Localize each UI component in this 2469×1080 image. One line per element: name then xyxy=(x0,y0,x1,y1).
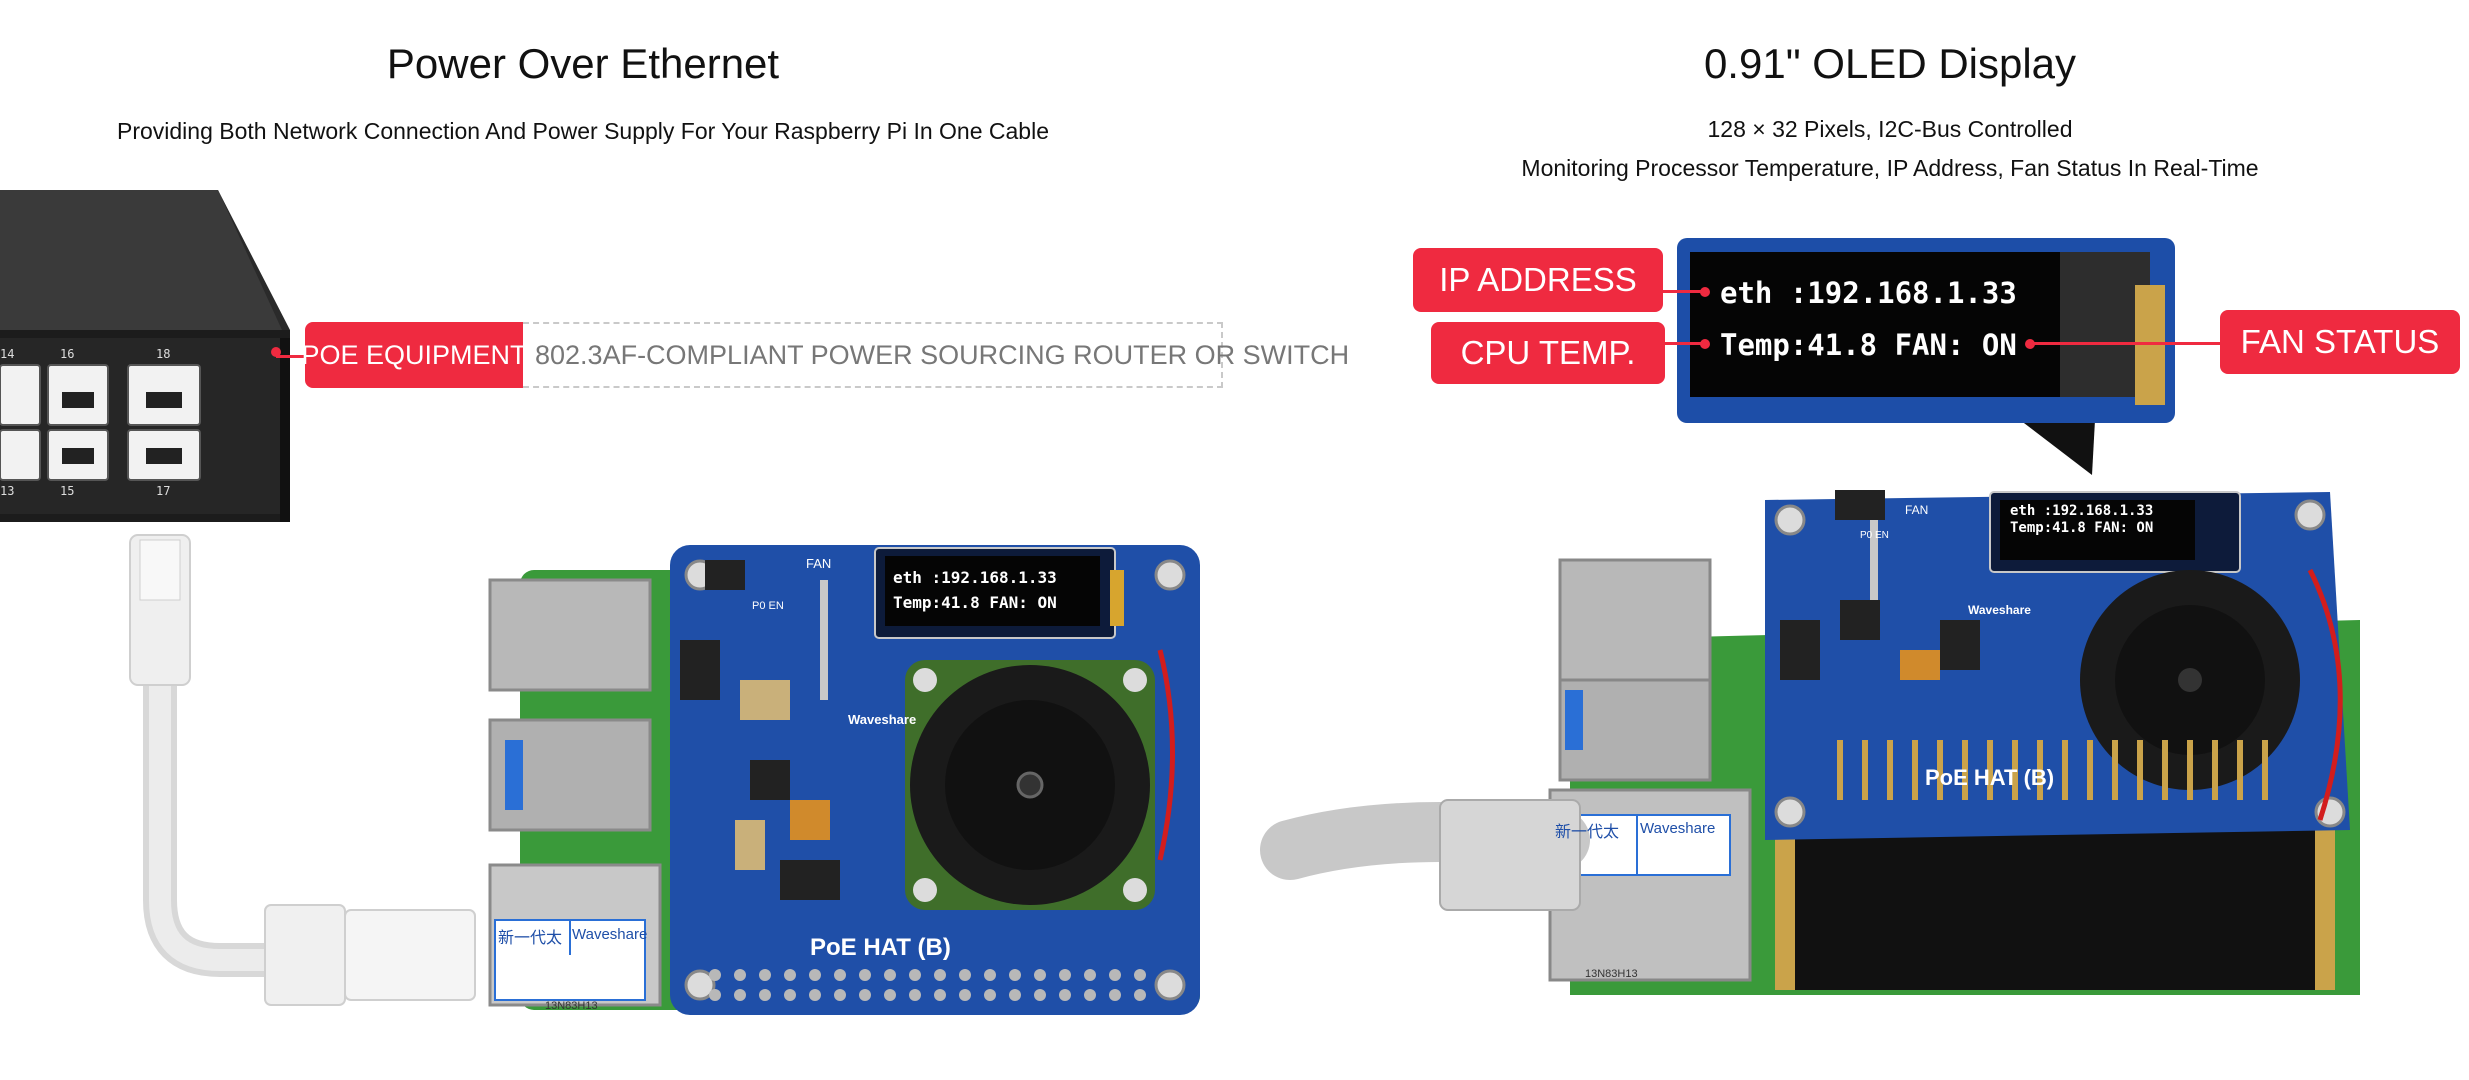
right-sticker-chinese: 新一代太 xyxy=(1555,822,1620,841)
switch-port-14: 14 xyxy=(0,347,15,361)
svg-text:Temp:41.8 FAN: ON: Temp:41.8 FAN: ON xyxy=(2010,520,2153,536)
switch-port-15: 15 xyxy=(60,484,75,498)
cpu-temp-connector xyxy=(1665,342,1705,345)
ip-address-connector xyxy=(1662,290,1705,293)
right-sticker-brand: Waveshare xyxy=(1640,820,1716,837)
left-title: Power Over Ethernet xyxy=(386,40,780,87)
fan-status-connector xyxy=(2030,342,2220,345)
switch-port-13: 13 xyxy=(0,484,15,498)
svg-text:Temp:41.8 FAN: ON: Temp:41.8 FAN: ON xyxy=(893,593,1057,612)
left-fan-label: FAN xyxy=(806,556,832,571)
switch-port-18: 18 xyxy=(156,347,171,361)
right-sticker-code: 13N83H13 xyxy=(1585,968,1638,980)
left-subtitle: Providing Both Network Connection And Po… xyxy=(116,118,1049,144)
fan-status-tag: FAN STATUS xyxy=(2220,310,2460,374)
svg-text:Temp:41.8 FAN: ON: Temp:41.8 FAN: ON xyxy=(1720,328,2017,362)
poe-equipment-description: 802.3AF-COMPLIANT POWER SOURCING ROUTER … xyxy=(523,322,1349,388)
poe-illustration: eth :192.168.1.33 Temp:41.8 FAN: ON xyxy=(0,190,1200,1015)
raspberry-pi-3d-image: eth :192.168.1.33 Temp:41.8 FAN: ON xyxy=(1260,490,2360,995)
switch-port-17: 17 xyxy=(156,484,171,498)
right-pin-label: P0 EN xyxy=(1860,530,1889,541)
left-sticker-brand: Waveshare xyxy=(572,926,648,943)
poe-equipment-tag: POE EQUIPMENT xyxy=(301,322,527,388)
left-brand-label: Waveshare xyxy=(848,712,917,727)
svg-text:eth :192.168.1.33: eth :192.168.1.33 xyxy=(2010,503,2153,519)
poe-callout-line xyxy=(276,355,306,358)
svg-text:eth :192.168.1.33: eth :192.168.1.33 xyxy=(893,568,1057,587)
right-title: 0.91" OLED Display xyxy=(1703,40,2077,87)
poe-hat-board-image: eth :192.168.1.33 Temp:41.8 FAN: ON xyxy=(670,545,1200,1015)
left-sticker-code: 13N83H13 xyxy=(545,1000,598,1012)
right-brand-label: Waveshare xyxy=(1968,603,2031,617)
left-board-label: PoE HAT (B) xyxy=(810,934,951,961)
svg-text:eth :192.168.1.33: eth :192.168.1.33 xyxy=(1720,276,2017,310)
right-subtitle-line1: 128 × 32 Pixels, I2C-Bus Controlled xyxy=(1707,116,2073,142)
network-switch-image xyxy=(0,190,290,522)
switch-port-16: 16 xyxy=(60,347,75,361)
ethernet-cable-image xyxy=(129,534,476,1006)
right-subtitle-line2: Monitoring Processor Temperature, IP Add… xyxy=(1521,155,2259,181)
oled-illustration: eth :192.168.1.33 Temp:41.8 FAN: ON eth … xyxy=(1260,238,2360,995)
oled-zoom-image: eth :192.168.1.33 Temp:41.8 FAN: ON xyxy=(1677,238,2175,475)
cpu-temp-tag: CPU TEMP. xyxy=(1431,322,1665,384)
left-sticker-chinese: 新一代太 xyxy=(498,928,563,947)
right-fan-label: FAN xyxy=(1905,503,1929,517)
ip-address-tag: IP ADDRESS xyxy=(1413,248,1663,312)
right-board-label: PoE HAT (B) xyxy=(1925,765,2055,790)
left-pin-label: P0 EN xyxy=(752,600,784,612)
